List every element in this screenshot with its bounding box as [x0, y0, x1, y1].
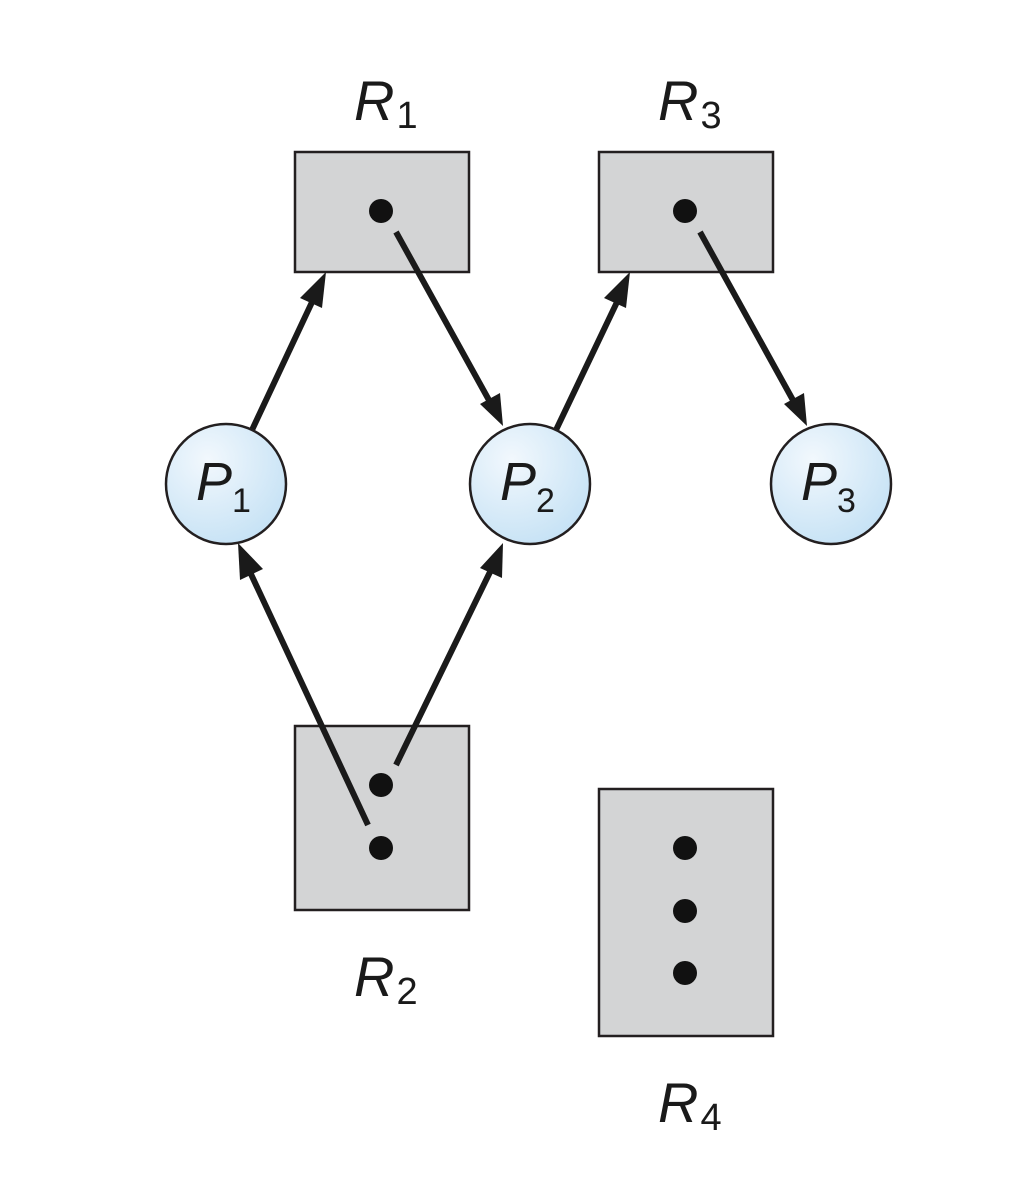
- process-P3-label: P3: [801, 452, 856, 520]
- arrowhead-icon: [604, 272, 630, 308]
- process-P3-circle: [769, 422, 893, 546]
- resource-R2-label: R2: [354, 945, 418, 1013]
- edge-R2-to-P2: [393, 543, 503, 767]
- resource-R3-label: R3: [658, 69, 722, 137]
- resource-R4-label: R4: [658, 1071, 722, 1139]
- instance-dot-R4-1: [673, 836, 697, 860]
- arrowhead-icon: [238, 543, 263, 580]
- arrowhead-icon: [480, 543, 503, 578]
- resource-R1-label: R1: [354, 69, 418, 137]
- arrowhead-icon: [480, 393, 503, 426]
- process-P1-label: P1: [196, 452, 251, 520]
- instance-dot-R1-1: [369, 199, 393, 223]
- edge-R2-to-P1: [238, 543, 371, 827]
- edge-R3-to-P3: [697, 230, 807, 426]
- resource-R2: R2: [293, 724, 471, 1013]
- instance-dot-R2-1: [369, 773, 393, 797]
- edge-R1-to-P2: [393, 230, 503, 426]
- instance-dot-R3-1: [673, 199, 697, 223]
- process-P2-circle: [468, 422, 592, 546]
- resource-R3: R3: [597, 69, 775, 274]
- edge-P1-to-R1: [249, 272, 326, 432]
- arrowhead-icon: [784, 393, 807, 426]
- process-P1: P1: [164, 422, 288, 546]
- process-P2: P2: [468, 422, 592, 546]
- resource-R1: R1: [293, 69, 471, 274]
- instance-dot-R4-3: [673, 961, 697, 985]
- process-P1-circle: [164, 422, 288, 546]
- process-P2-label: P2: [500, 452, 555, 520]
- instance-dot-R2-2: [369, 836, 393, 860]
- process-P3: P3: [769, 422, 893, 546]
- edge-P2-to-R3: [553, 272, 630, 432]
- arrowhead-icon: [300, 272, 326, 308]
- resource-R2-box: [293, 724, 471, 912]
- instance-dot-R4-2: [673, 899, 697, 923]
